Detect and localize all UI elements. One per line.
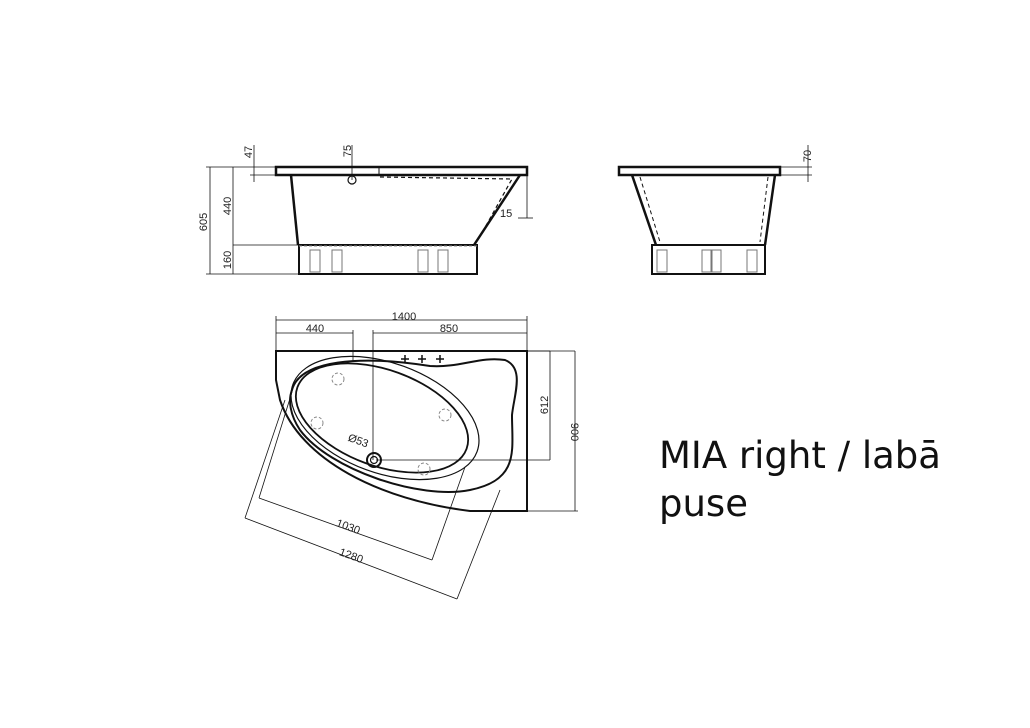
- jets: [310, 372, 452, 476]
- dim-605: 605: [198, 213, 210, 231]
- dim-70: 70: [802, 150, 814, 162]
- legs: [309, 249, 449, 273]
- title-line-2: puse: [659, 482, 748, 525]
- dim-15: 15: [500, 208, 512, 220]
- side-view: [206, 145, 533, 275]
- tap-holes: [401, 355, 444, 363]
- end-view: [617, 145, 812, 275]
- dim-47: 47: [243, 146, 255, 158]
- dim-850: 850: [440, 323, 458, 335]
- plan-dimension-lines: [244, 316, 578, 600]
- dim-160: 160: [222, 251, 234, 269]
- plan-view: [244, 316, 578, 600]
- dim-1400: 1400: [392, 311, 416, 323]
- dim-440-plan: 440: [306, 323, 324, 335]
- model-title: MIA right / labā puse: [659, 432, 941, 528]
- side-dimension-lines: [206, 145, 533, 275]
- dim-900: 900: [568, 423, 580, 441]
- dim-1030: 1030: [334, 517, 361, 537]
- title-line-1: MIA right / labā: [659, 434, 941, 477]
- dim-1280: 1280: [337, 546, 364, 566]
- dim-75: 75: [342, 145, 354, 157]
- dim-440-depth: 440: [222, 197, 234, 215]
- dim-drain-diameter: Ø53: [346, 432, 370, 450]
- dim-612: 612: [539, 396, 551, 414]
